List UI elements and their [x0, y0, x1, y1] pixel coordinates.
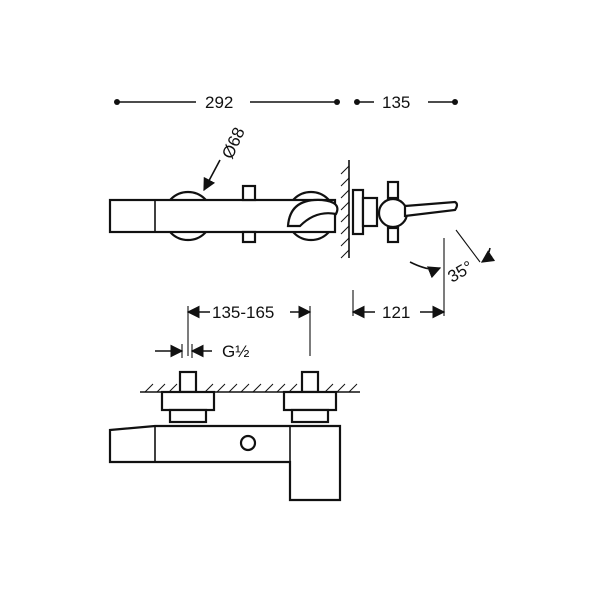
- right-inlet-pipe: [300, 370, 320, 394]
- spout-bottom-knob: [386, 226, 400, 244]
- spout-body-circle: [377, 197, 409, 229]
- top-dimension-lines: [114, 99, 458, 105]
- handle-lever: [286, 198, 339, 228]
- thread-dimension: [155, 344, 212, 358]
- spout-side-view: [351, 180, 459, 244]
- spout-angle-label: 35°: [445, 257, 477, 286]
- wall-hatch-side: [340, 160, 350, 259]
- left-escutcheon: [160, 390, 216, 412]
- spout-arm: [403, 200, 459, 218]
- wall-plate: [351, 188, 365, 236]
- spout-projection-label: 135: [382, 93, 410, 112]
- right-escutcheon: [282, 390, 338, 412]
- left-inlet-pipe: [178, 370, 198, 394]
- faucet-top-view: [108, 184, 339, 244]
- angle-arc-left: [409, 261, 442, 279]
- inlet-connector: [361, 196, 379, 228]
- thread-label: G½: [222, 342, 249, 361]
- diverter-top: [241, 184, 257, 202]
- diverter-bottom: [241, 230, 257, 244]
- ceiling-hatch: [140, 383, 360, 393]
- inlet-spacing-label: 135-165: [212, 303, 274, 322]
- angle-arc-right: [480, 247, 496, 263]
- left-nut: [168, 408, 208, 424]
- knob-diameter-label: Ø68: [218, 125, 248, 162]
- dim-dot-mid: [334, 99, 340, 105]
- spout-top-knob: [386, 180, 400, 200]
- overall-width-label: 292: [205, 93, 233, 112]
- knob-diameter-leader: [203, 159, 221, 192]
- right-nut: [290, 408, 330, 424]
- spout-reach-label: 121: [382, 303, 410, 322]
- faucet-body-front: [108, 424, 342, 502]
- diverter-button: [239, 434, 257, 452]
- dim-dot-right: [452, 99, 458, 105]
- angle-ref-line: [455, 229, 481, 263]
- faucet-front-view: [108, 370, 342, 502]
